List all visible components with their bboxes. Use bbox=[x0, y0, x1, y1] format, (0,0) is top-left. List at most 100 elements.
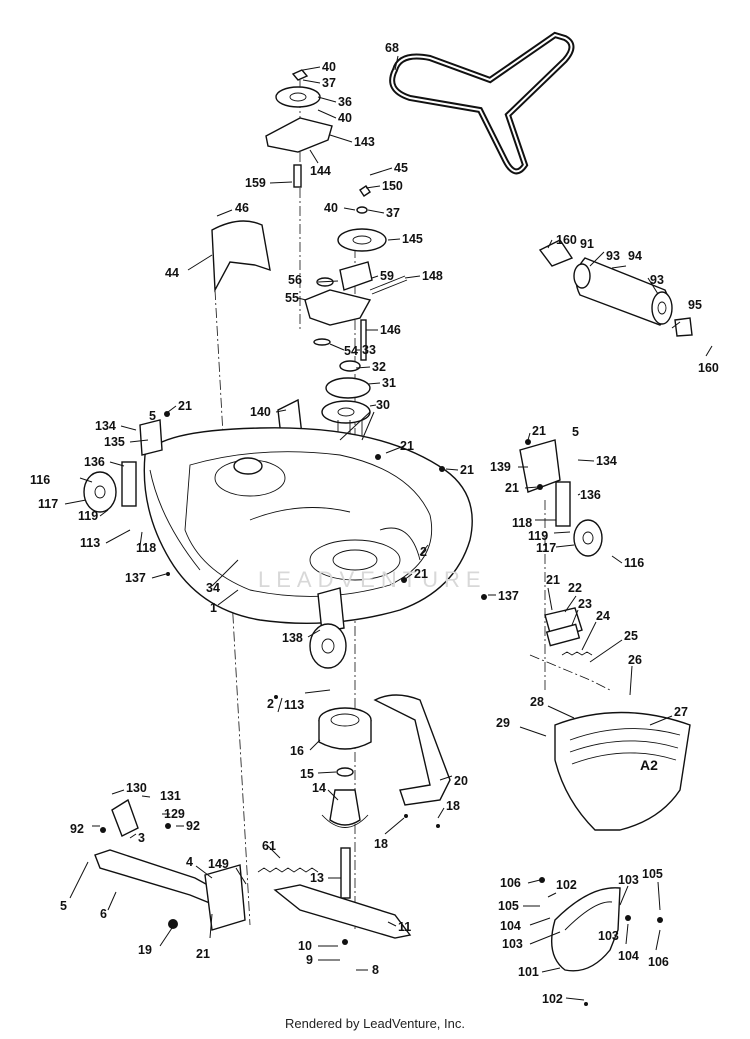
callout-24: 24 bbox=[596, 609, 610, 623]
callout-21: 21 bbox=[532, 424, 546, 438]
cutting-blade bbox=[273, 884, 412, 939]
idler-arm bbox=[304, 277, 372, 361]
leader-lines bbox=[64, 55, 713, 1001]
callout-136: 136 bbox=[580, 488, 601, 502]
callout-103: 103 bbox=[598, 929, 619, 943]
callout-119: 119 bbox=[78, 509, 98, 523]
callout-129: 129 bbox=[164, 807, 185, 821]
right-gauge-wheel bbox=[519, 439, 603, 557]
callout-116: 116 bbox=[30, 473, 50, 487]
callout-119: 119 bbox=[528, 529, 548, 543]
callout-34: 34 bbox=[206, 581, 220, 595]
callout-21: 21 bbox=[505, 481, 519, 495]
callout-32: 32 bbox=[372, 360, 386, 374]
callout-1: 1 bbox=[210, 601, 217, 615]
callout-55: 55 bbox=[285, 291, 299, 305]
part-callouts: 40 37 36 40 143 144 159 45 150 40 37 145… bbox=[30, 41, 719, 1006]
callout-16: 16 bbox=[290, 744, 304, 758]
bearing-housing bbox=[318, 707, 372, 750]
callout-105: 105 bbox=[498, 899, 519, 913]
callout-5: 5 bbox=[149, 409, 156, 423]
callout-149: 149 bbox=[208, 857, 229, 871]
callout-139: 139 bbox=[490, 460, 511, 474]
callout-3: 3 bbox=[138, 831, 145, 845]
callout-101: 101 bbox=[518, 965, 539, 979]
callout-61: 61 bbox=[262, 839, 276, 853]
callout-37: 37 bbox=[386, 206, 400, 220]
callout-144: 144 bbox=[310, 164, 331, 178]
callout-137: 137 bbox=[498, 589, 519, 603]
callout-33: 33 bbox=[362, 343, 376, 357]
callout-21: 21 bbox=[196, 947, 210, 961]
callout-19: 19 bbox=[138, 943, 152, 957]
top-idler-assembly bbox=[265, 69, 333, 188]
lift-arm bbox=[94, 798, 246, 931]
callout-105: 105 bbox=[642, 867, 663, 881]
callout-92: 92 bbox=[70, 822, 84, 836]
front-gauge-wheel bbox=[309, 587, 347, 669]
callout-14: 14 bbox=[312, 781, 326, 795]
callout-104: 104 bbox=[500, 919, 521, 933]
watermark: LEADVENTURE bbox=[258, 567, 487, 592]
callout-6: 6 bbox=[100, 907, 107, 921]
footer-credit: Rendered by LeadVenture, Inc. bbox=[285, 1016, 465, 1031]
callout-103: 103 bbox=[618, 873, 639, 887]
callout-102: 102 bbox=[556, 878, 577, 892]
callout-92: 92 bbox=[186, 819, 200, 833]
callout-22: 22 bbox=[568, 581, 582, 595]
callout-95: 95 bbox=[688, 298, 702, 312]
spindle bbox=[321, 767, 369, 899]
belt-guard bbox=[211, 220, 271, 293]
callout-140: 140 bbox=[250, 405, 271, 419]
callout-106: 106 bbox=[500, 876, 521, 890]
callout-18: 18 bbox=[446, 799, 460, 813]
callout-8: 8 bbox=[372, 963, 379, 977]
callout-134: 134 bbox=[596, 454, 617, 468]
callout-40: 40 bbox=[322, 60, 336, 74]
callout-13: 13 bbox=[310, 871, 324, 885]
callout-113: 113 bbox=[284, 698, 304, 712]
callout-117: 117 bbox=[38, 497, 58, 511]
callout-25: 25 bbox=[624, 629, 638, 643]
callout-104: 104 bbox=[618, 949, 639, 963]
callout-46: 46 bbox=[235, 201, 249, 215]
callout-117: 117 bbox=[536, 541, 556, 555]
mulch-plate bbox=[551, 887, 621, 972]
callout-130: 130 bbox=[126, 781, 147, 795]
callout-37: 37 bbox=[322, 76, 336, 90]
callout-93: 93 bbox=[606, 249, 620, 263]
hardware-fasteners bbox=[100, 411, 663, 1006]
callout-135: 135 bbox=[104, 435, 125, 449]
callout-11: 11 bbox=[398, 920, 411, 934]
callout-36: 36 bbox=[338, 95, 352, 109]
callout-28: 28 bbox=[530, 695, 544, 709]
callout-145: 145 bbox=[402, 232, 423, 246]
callout-21: 21 bbox=[546, 573, 560, 587]
callout-26: 26 bbox=[628, 653, 642, 667]
callout-103: 103 bbox=[502, 937, 523, 951]
callout-150: 150 bbox=[382, 179, 403, 193]
callout-30: 30 bbox=[376, 398, 390, 412]
callout-2: 2 bbox=[267, 697, 274, 711]
callout-21: 21 bbox=[400, 439, 414, 453]
callout-59: 59 bbox=[380, 269, 394, 283]
callout-29: 29 bbox=[496, 716, 510, 730]
callout-102: 102 bbox=[542, 992, 563, 1006]
callout-138: 138 bbox=[282, 631, 303, 645]
callout-94: 94 bbox=[628, 249, 642, 263]
callout-116: 116 bbox=[624, 556, 644, 570]
discharge-chute-bracket bbox=[373, 694, 451, 806]
mower-deck bbox=[143, 427, 473, 625]
callout-68: 68 bbox=[385, 41, 399, 55]
callout-21: 21 bbox=[414, 567, 428, 581]
callout-23: 23 bbox=[578, 597, 592, 611]
callout-160: 160 bbox=[556, 233, 577, 247]
callout-146: 146 bbox=[380, 323, 401, 337]
callout-93: 93 bbox=[650, 273, 664, 287]
callout-9: 9 bbox=[306, 953, 313, 967]
callout-160: 160 bbox=[698, 361, 719, 375]
callout-27: 27 bbox=[674, 705, 688, 719]
callout-21: 21 bbox=[178, 399, 192, 413]
callout-118: 118 bbox=[136, 541, 156, 555]
